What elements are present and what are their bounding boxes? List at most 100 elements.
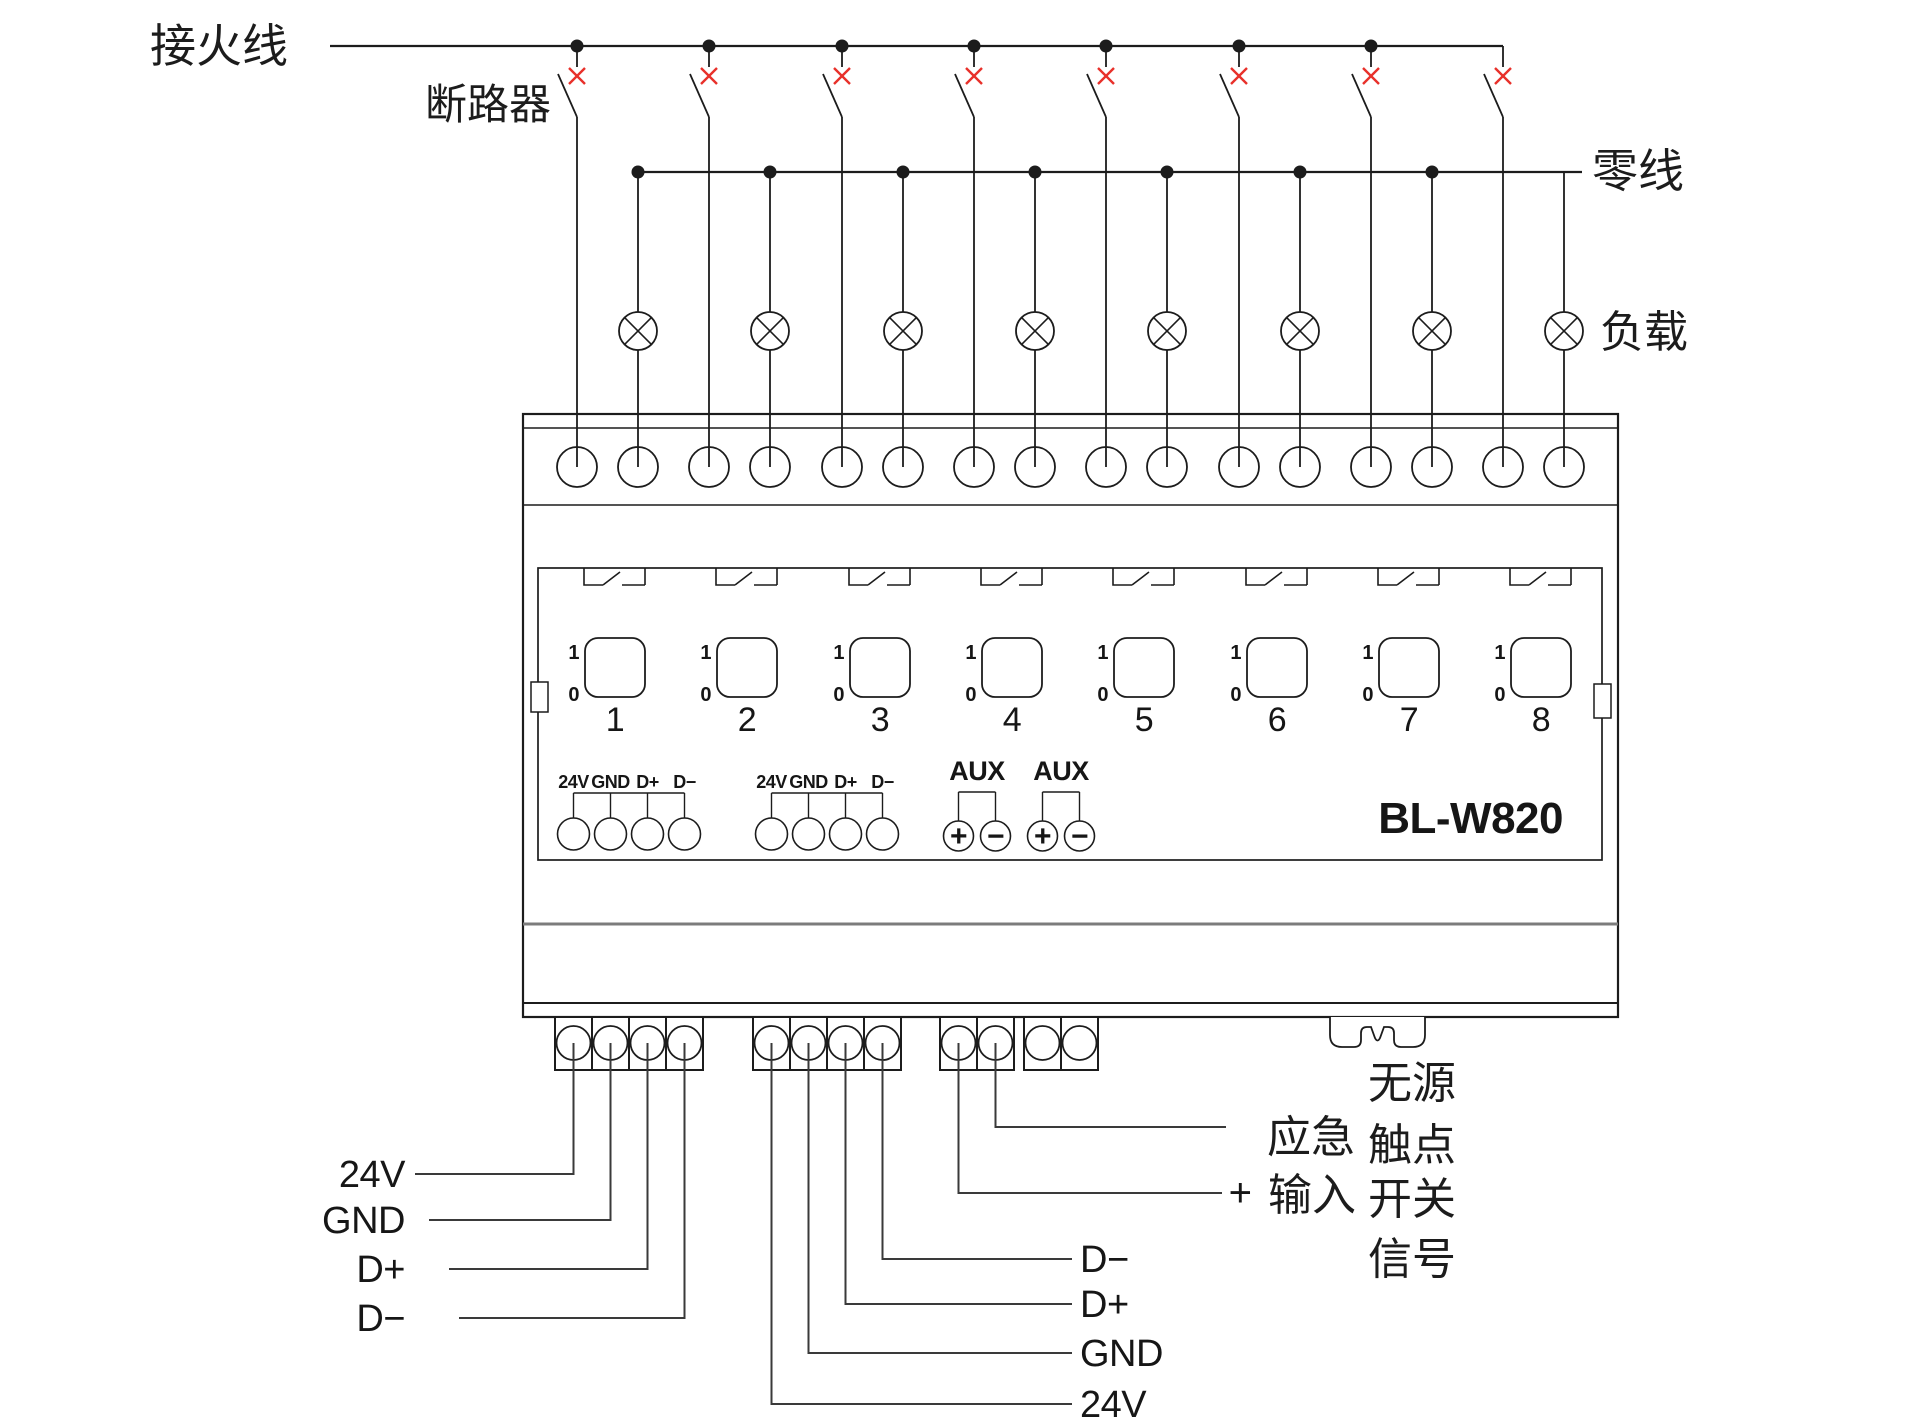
load-lamp-icon <box>889 317 917 345</box>
breaker-x-icon <box>1230 67 1248 85</box>
channel-button <box>716 637 778 698</box>
junction-dot <box>763 165 777 179</box>
wire <box>844 1043 1072 1305</box>
wire <box>770 1043 1072 1405</box>
relay-contact-icon <box>848 568 911 586</box>
junction-dot <box>1028 165 1042 179</box>
relay-contact-icon <box>980 568 1043 586</box>
bottom-left-label-gnd: GND <box>322 1200 405 1242</box>
button-on-label: 1 <box>1494 642 1505 664</box>
bottom-center-label-gnd: GND <box>1080 1333 1163 1375</box>
wire <box>429 1043 612 1221</box>
channel-number: 7 <box>1400 701 1418 739</box>
button-on-label: 1 <box>1097 642 1108 664</box>
comm-pin-terminal <box>791 817 826 851</box>
aux-label: AUX <box>1033 756 1089 786</box>
junction-dot <box>1364 39 1378 53</box>
button-off-label: 0 <box>1230 684 1241 706</box>
breaker-x-icon <box>568 67 586 85</box>
junction-dot <box>1425 165 1439 179</box>
emergency-plus-sign: + <box>1229 1171 1252 1215</box>
load-lamp-icon <box>1550 317 1578 345</box>
device-frame-layer <box>521 412 1620 1071</box>
breaker-switch-lever <box>557 73 578 118</box>
junction-dot <box>1160 165 1174 179</box>
load-lamp-icon <box>1418 317 1446 345</box>
button-on-label: 1 <box>700 642 711 664</box>
comm-pin-label: D− <box>871 772 894 792</box>
breaker-x-icon <box>965 67 983 85</box>
comm-pin-terminal <box>556 817 591 851</box>
bottom-terminal <box>1061 1025 1098 1061</box>
channel-button <box>1378 637 1440 698</box>
channel-number: 8 <box>1532 701 1550 739</box>
aux-label: AUX <box>949 756 1005 786</box>
panel-left-tab <box>530 681 549 713</box>
channel-number: 5 <box>1135 701 1153 739</box>
comm-pin-label: D− <box>673 772 696 792</box>
comm-pin-label: GND <box>789 772 828 792</box>
channel-button <box>1246 637 1308 698</box>
channel-button <box>981 637 1043 698</box>
bottom-left-label-dminus: D− <box>356 1298 405 1340</box>
comm-pin-terminal <box>828 817 863 851</box>
button-on-label: 1 <box>965 642 976 664</box>
comm-pin-terminal <box>630 817 665 851</box>
signal-label-line2: 触点 <box>1368 1121 1456 1170</box>
aux-polarity: + <box>950 820 967 853</box>
model-label: BL-W820 <box>1378 794 1563 843</box>
button-on-label: 1 <box>568 642 579 664</box>
panel-right-tab <box>1593 683 1612 719</box>
button-off-label: 0 <box>965 684 976 706</box>
wire <box>459 1043 686 1319</box>
signal-label-line3: 开关 <box>1368 1175 1456 1224</box>
neutral-wire-label: 零线 <box>1592 146 1684 197</box>
breaker-x-icon <box>1097 67 1115 85</box>
bottom-left-label-24v: 24V <box>339 1154 406 1196</box>
junction-dot <box>570 39 584 53</box>
load-lamp-icon <box>1153 317 1181 345</box>
comm-pin-label: 24V <box>558 772 589 792</box>
channel-button <box>1510 637 1572 698</box>
breaker-switch-lever <box>1219 73 1240 118</box>
comm-pin-label: D+ <box>834 772 857 792</box>
junction-dot <box>835 39 849 53</box>
comm-pin-terminal <box>667 817 702 851</box>
junction-dot <box>967 39 981 53</box>
wire <box>994 1043 1226 1128</box>
relay-contact-icon <box>715 568 778 586</box>
channel-number: 4 <box>1003 701 1021 739</box>
front-panel <box>537 567 1603 861</box>
wire <box>957 1043 1222 1194</box>
breaker-x-icon <box>700 67 718 85</box>
button-off-label: 0 <box>1097 684 1108 706</box>
signal-label-line1: 无源 <box>1368 1059 1456 1108</box>
aux-polarity: − <box>1071 820 1088 853</box>
comm-pin-terminal <box>754 817 789 851</box>
bottom-left-label-dplus: D+ <box>356 1249 405 1291</box>
channel-number: 1 <box>606 701 624 739</box>
breaker-switch-lever <box>689 73 710 118</box>
relay-contact-icon <box>1245 568 1308 586</box>
breaker-switch-lever <box>1086 73 1107 118</box>
junction-dot <box>1099 39 1113 53</box>
channel-button <box>849 637 911 698</box>
load-label: 负载 <box>1600 308 1688 357</box>
relay-contact-icon <box>1509 568 1572 586</box>
junction-dot <box>1232 39 1246 53</box>
comm-pin-terminal <box>865 817 900 851</box>
relay-contact-icon <box>1112 568 1175 586</box>
junction-dot <box>1293 165 1307 179</box>
wire-layer <box>330 44 1582 1405</box>
button-on-label: 1 <box>1230 642 1241 664</box>
bottom-center-label-dminus: D− <box>1080 1239 1129 1281</box>
symbol-layer <box>570 39 1584 351</box>
wire <box>415 1043 575 1175</box>
wire <box>449 1043 649 1270</box>
bottom-center-label-dplus: D+ <box>1080 1284 1129 1326</box>
load-lamp-icon <box>1021 317 1049 345</box>
comm-pin-label: 24V <box>756 772 787 792</box>
breaker-switch-lever <box>822 73 843 118</box>
terminal-layer <box>555 446 1585 1061</box>
